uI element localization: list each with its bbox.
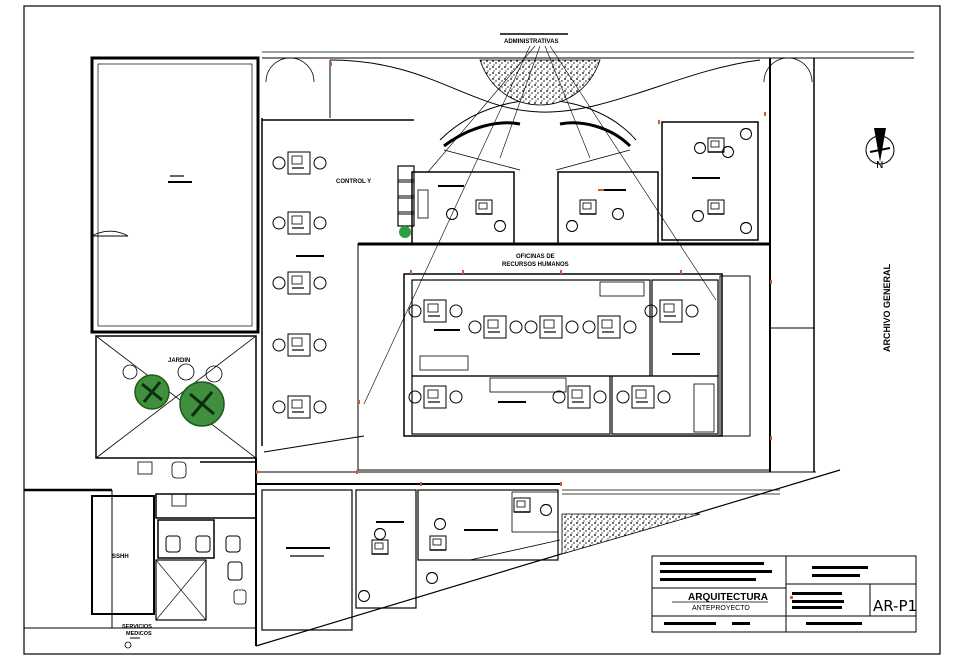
label-sanitarios: SSHH bbox=[112, 554, 129, 560]
label-jardin: JARDIN bbox=[168, 358, 190, 364]
left-room bbox=[90, 56, 260, 334]
lower-left-rooms: SSHH SERVICIOS MEDICOS bbox=[24, 458, 257, 649]
bottom-offices bbox=[255, 469, 841, 647]
title-block-title: ARQUITECTURA bbox=[688, 592, 768, 603]
plant-icon bbox=[122, 363, 225, 427]
office-top-right bbox=[661, 121, 759, 241]
label-archivo-general: ARCHIVO GENERAL bbox=[882, 263, 892, 352]
offices-top-middle bbox=[411, 171, 659, 245]
title-block-subtitle: ANTEPROYECTO bbox=[692, 605, 750, 612]
sheet-code: AR-P1 bbox=[873, 597, 917, 615]
label-control: CONTROL Y bbox=[336, 179, 371, 185]
administrative-area: ADMINISTRATIVAS bbox=[262, 33, 914, 405]
label-oficinas-2: RECURSOS HUMANOS bbox=[502, 262, 569, 268]
hr-offices: OFICINAS DE RECURSOS HUMANOS bbox=[357, 242, 771, 471]
garden: JARDIN bbox=[95, 335, 257, 459]
north-arrow-icon: N bbox=[865, 128, 895, 171]
label-oficinas-1: OFICINAS DE bbox=[516, 254, 555, 260]
label-administrativas: ADMINISTRATIVAS bbox=[504, 39, 558, 45]
label-servicios-2: MEDICOS bbox=[126, 631, 152, 637]
dimension-ticks bbox=[256, 62, 772, 486]
label-servicios-1: SERVICIOS bbox=[122, 624, 152, 630]
archive-area: ARCHIVO GENERAL N bbox=[769, 58, 895, 472]
title-block: ARQUITECTURA ANTEPROYECTO AR-P1 bbox=[651, 555, 917, 633]
svg-text:N: N bbox=[876, 160, 883, 171]
left-workstations: CONTROL Y bbox=[261, 118, 415, 453]
